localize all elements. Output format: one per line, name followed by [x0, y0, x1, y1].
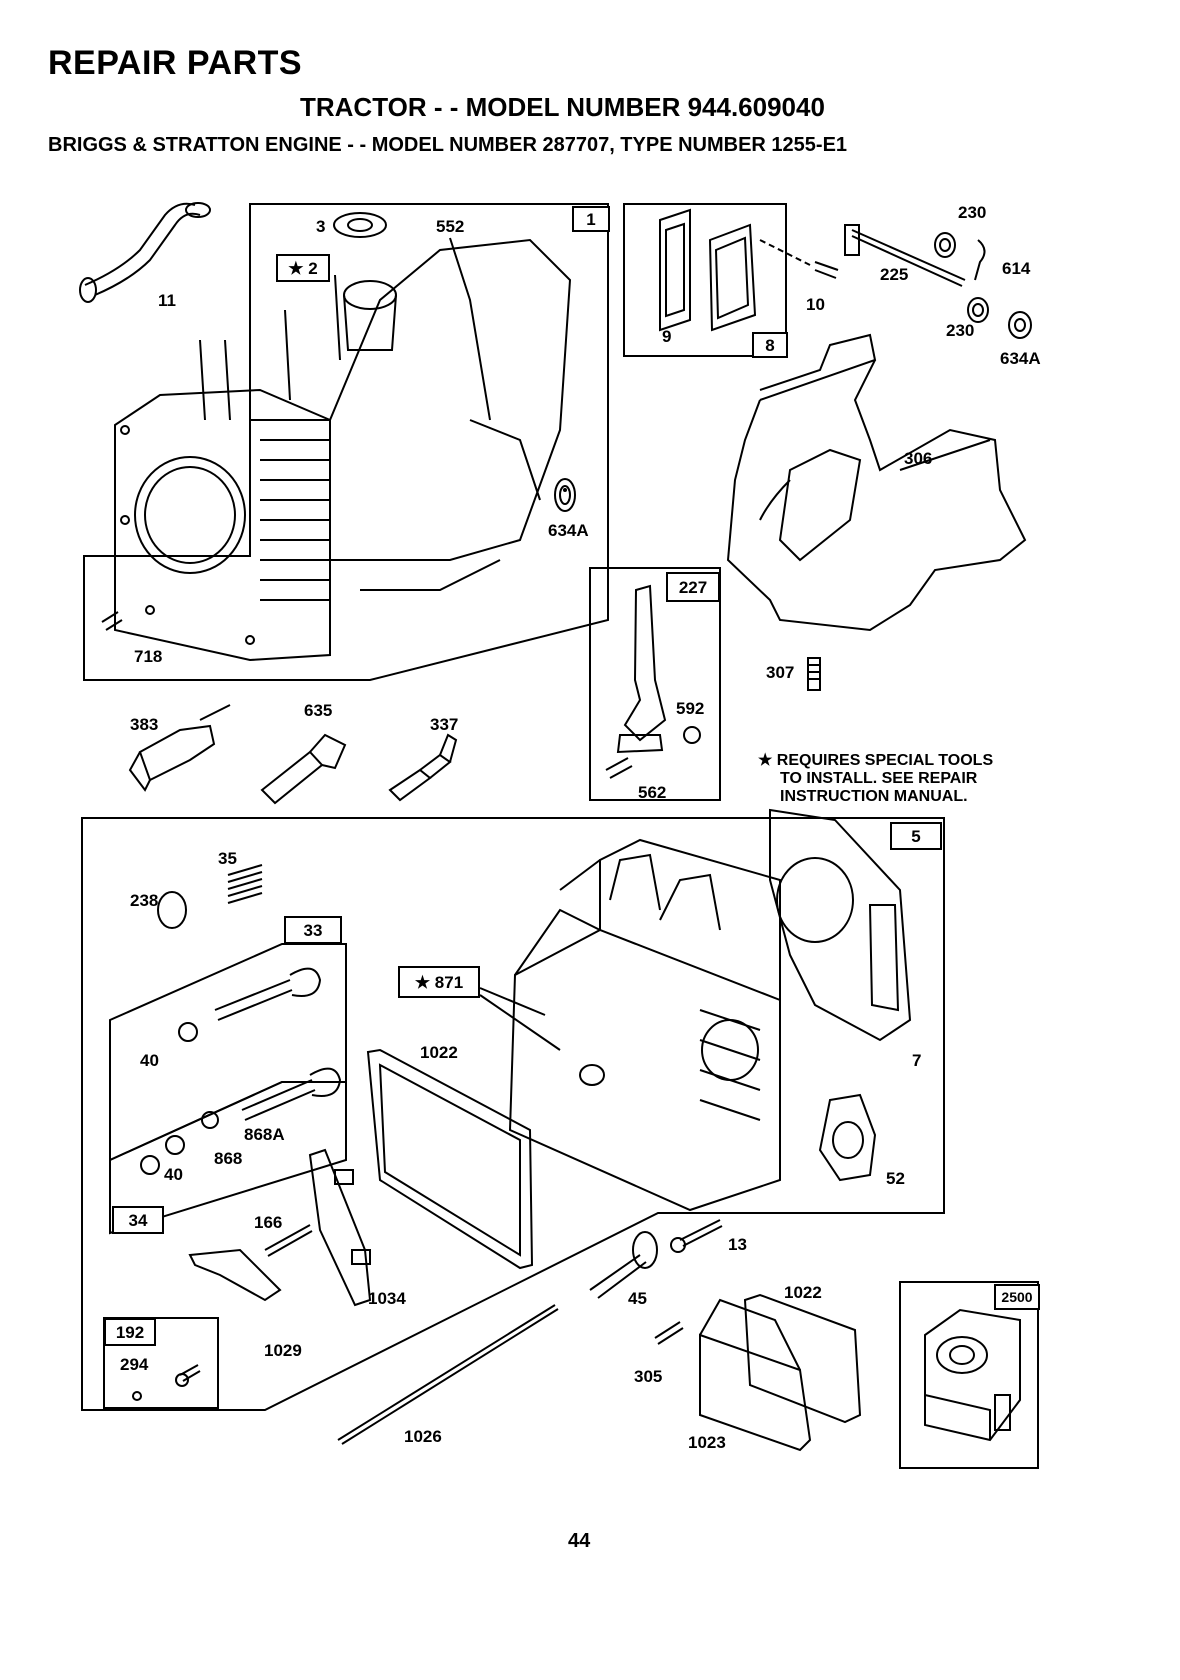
part-label-307: 307 — [766, 663, 795, 682]
box-label-2: ★ 2 — [276, 254, 330, 282]
part-label-552: 552 — [436, 217, 465, 236]
special-tools-note: ★ REQUIRES SPECIAL TOOLS TO INSTALL. SEE… — [758, 752, 993, 806]
part-label-1029: 1029 — [264, 1341, 302, 1360]
part-label-337: 337 — [430, 715, 459, 734]
box-label-34: 34 — [112, 1206, 164, 1234]
part-label-562: 562 — [638, 783, 667, 802]
part-label-35: 35 — [218, 849, 237, 868]
part-label-592: 592 — [676, 699, 705, 718]
block-34-outline — [109, 1081, 347, 1235]
part-label-1034: 1034 — [368, 1289, 406, 1308]
part-label-1022-cover: 1022 — [784, 1283, 822, 1302]
note-line-1: ★ REQUIRES SPECIAL TOOLS — [758, 752, 994, 769]
part-label-7: 7 — [912, 1051, 922, 1070]
box-label-2500: 2500 — [994, 1284, 1040, 1310]
part-label-305: 305 — [634, 1367, 663, 1386]
part-label-718: 718 — [134, 647, 163, 666]
part-label-383: 383 — [130, 715, 159, 734]
page-number: 44 — [568, 1530, 591, 1552]
lever-227-drawing — [605, 584, 701, 779]
box-label-8: 8 — [752, 332, 788, 358]
part-label-1026: 1026 — [404, 1427, 442, 1446]
cylinder-head-drawing — [508, 838, 781, 1212]
box-label-1: 1 — [572, 206, 610, 232]
box-label-192: 192 — [104, 1318, 156, 1346]
part-label-13: 13 — [728, 1235, 747, 1254]
part-label-238: 238 — [130, 891, 159, 910]
box-label-5: 5 — [890, 822, 942, 850]
note-line-2: TO INSTALL. SEE REPAIR — [780, 770, 978, 787]
part-label-225: 225 — [880, 265, 909, 284]
gasket-9-drawing — [659, 208, 691, 332]
note-line-3: INSTRUCTION MANUAL. — [780, 788, 968, 805]
block-227-outline — [589, 567, 721, 801]
box-label-227: 227 — [666, 572, 720, 602]
part-label-230-bottom: 230 — [946, 321, 975, 340]
shroud-306-drawing — [726, 333, 1027, 632]
engine-model-line: BRIGGS & STRATTON ENGINE - - MODEL NUMBE… — [48, 134, 848, 156]
block-1-outline — [83, 203, 609, 681]
engine-block-drawing — [114, 238, 576, 662]
tractor-model-line: TRACTOR - - MODEL NUMBER 944.609040 — [300, 92, 825, 122]
block-192-outline — [103, 1317, 219, 1409]
box-label-33: 33 — [284, 916, 342, 944]
part-label-868: 868 — [214, 1149, 243, 1168]
box-label-871: ★ 871 — [398, 966, 480, 998]
part-label-1022-head: 1022 — [420, 1043, 458, 1062]
part-label-10: 10 — [806, 295, 825, 314]
block-2500-outline — [899, 1281, 1039, 1469]
part-label-11: 11 — [158, 291, 176, 310]
page-title: REPAIR PARTS — [48, 44, 303, 82]
engine-2500-drawing — [924, 1308, 1021, 1442]
part-label-614: 614 — [1002, 259, 1031, 278]
block-8-outline — [623, 203, 787, 357]
part-label-294: 294 — [120, 1355, 149, 1374]
block-5-outline — [81, 817, 945, 1411]
part-label-634A-block: 634A — [548, 521, 589, 540]
part-label-868A: 868A — [244, 1125, 285, 1144]
part-label-1023: 1023 — [688, 1433, 726, 1452]
part-label-306: 306 — [904, 449, 933, 468]
part-label-52: 52 — [886, 1169, 905, 1188]
part-label-9: 9 — [662, 327, 672, 346]
part-label-40-upper: 40 — [140, 1051, 159, 1070]
part-label-40-lower: 40 — [164, 1165, 183, 1184]
part-label-635: 635 — [304, 701, 333, 720]
breather-8-drawing — [708, 223, 757, 332]
gasket-7-drawing — [769, 808, 912, 1042]
part-label-45: 45 — [628, 1289, 647, 1308]
part-label-166: 166 — [254, 1213, 283, 1232]
part-label-3: 3 — [316, 217, 326, 236]
part-label-634A-shroud: 634A — [1000, 349, 1041, 368]
part-label-230-top: 230 — [958, 203, 987, 222]
